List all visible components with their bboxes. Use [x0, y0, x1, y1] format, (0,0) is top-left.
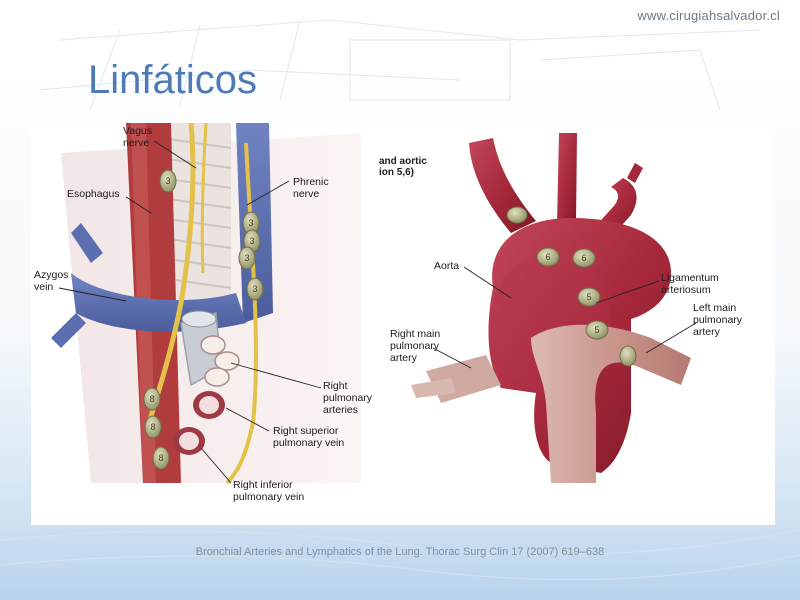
lymph-node: 6	[572, 248, 596, 268]
node-label: 3	[165, 176, 170, 186]
leader-lines	[58, 140, 322, 484]
lymph-node: 3	[159, 169, 177, 193]
lymph-node	[619, 345, 637, 367]
node-label: 3	[249, 236, 254, 246]
node-label: 6	[581, 253, 586, 263]
node-label: 3	[248, 218, 253, 228]
lymph-node: 8	[144, 415, 162, 439]
site-url: www.cirugiahsalvador.cl	[637, 8, 780, 23]
node-label: 8	[158, 453, 163, 463]
node-label: 5	[586, 292, 591, 302]
right-main-pulmonary-artery	[426, 355, 501, 403]
leader-lines-right	[432, 266, 697, 369]
lymph-node: 5	[577, 287, 601, 307]
lymph-node: 8	[152, 446, 170, 470]
node-label: 6	[545, 252, 550, 262]
label-aorta: Aorta	[434, 260, 459, 272]
left-main-pulmonary-artery	[531, 324, 691, 483]
figure-caption: Bronchial Arteries and Lymphatics of the…	[195, 546, 605, 558]
label-esophagus: Esophagus	[67, 188, 120, 200]
lymph-node: 5	[585, 320, 609, 340]
node-label: 3	[252, 284, 257, 294]
lymph-node	[506, 206, 528, 224]
lymph-node: 3	[246, 277, 264, 301]
node-label: 3	[244, 253, 249, 263]
slide-title: Linfáticos	[88, 58, 257, 102]
node-label: 5	[594, 325, 599, 335]
lymph-node: 8	[143, 387, 161, 411]
vagus-nerve	[146, 123, 196, 424]
node-label: 8	[150, 422, 155, 432]
lymph-node: 3	[238, 246, 256, 270]
left-common-carotid	[557, 133, 577, 225]
lymph-node: 6	[536, 247, 560, 267]
right-superior-pulmonary-vein	[193, 391, 225, 419]
node-label: 8	[149, 394, 154, 404]
right-pulmonary-arteries	[200, 335, 240, 387]
right-inferior-pulmonary-vein	[173, 427, 205, 455]
